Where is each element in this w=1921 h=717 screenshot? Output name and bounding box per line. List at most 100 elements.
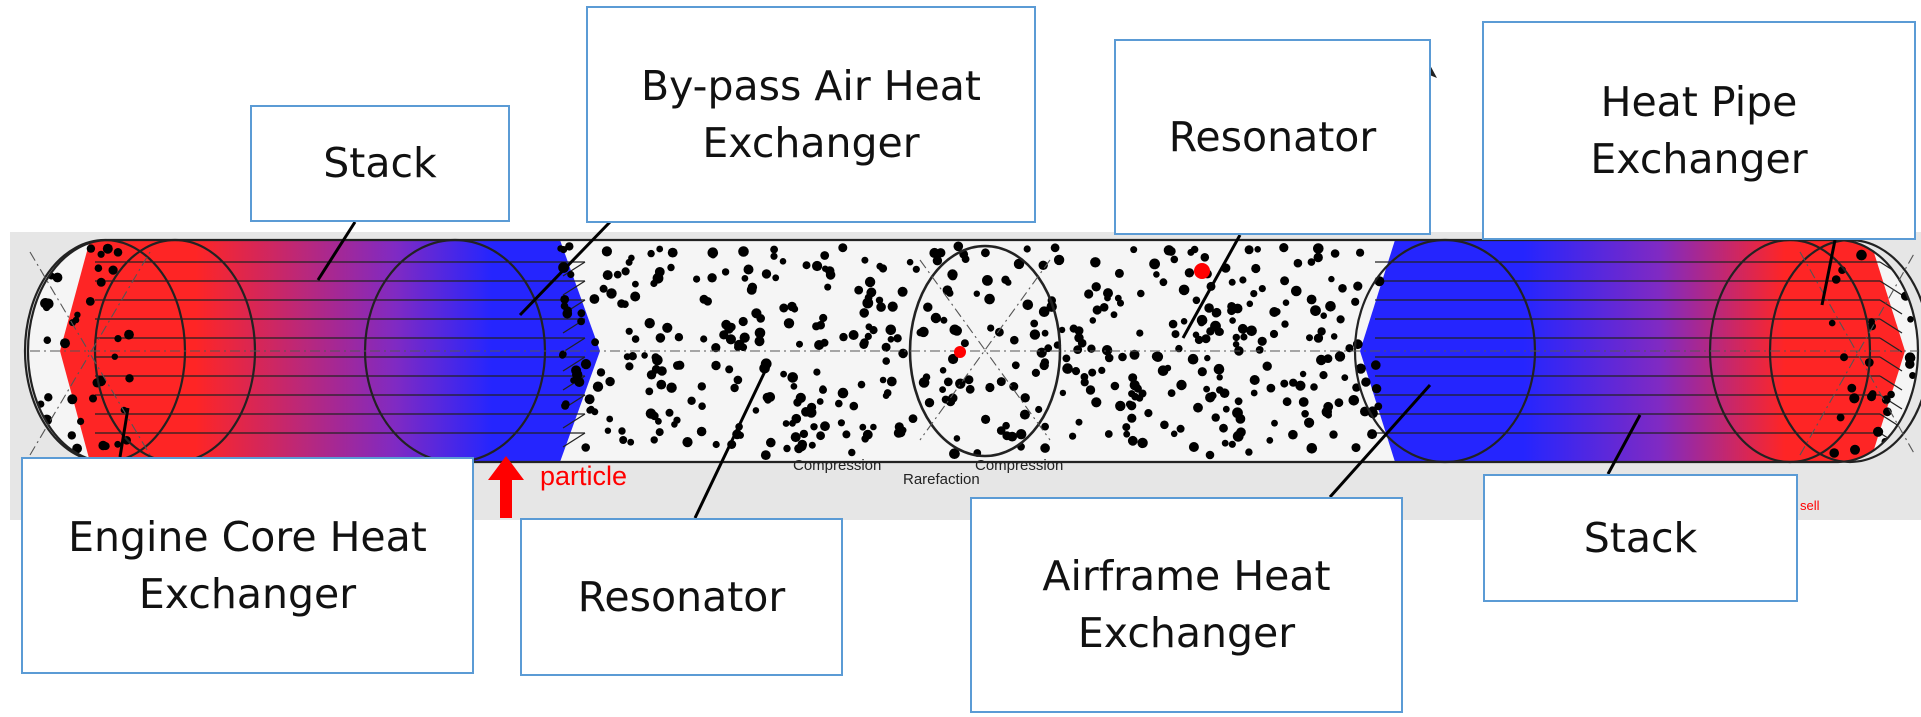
particle-dot (674, 333, 684, 342)
particle-dot (1334, 398, 1344, 408)
particle-dot (1291, 285, 1302, 297)
particle-dot (646, 370, 657, 380)
particle-dot (1087, 344, 1096, 353)
particle-dot (953, 241, 964, 252)
particle-dot (924, 398, 935, 408)
particle-dot (857, 380, 866, 389)
particle-dot (918, 326, 929, 338)
particle-dot (893, 428, 904, 438)
particle-dot (1304, 419, 1314, 428)
particle-dot (951, 449, 960, 458)
particle-dot (812, 322, 821, 331)
particle-dot (1137, 289, 1145, 298)
particle-dot (796, 340, 803, 348)
label-stack-left: Stack (250, 105, 510, 222)
particle-dot (1088, 368, 1097, 377)
particle-dot (1313, 252, 1323, 263)
particle-dot (617, 299, 626, 308)
particle-dot (1098, 366, 1106, 374)
particle-dot (886, 376, 897, 387)
particle-dot (922, 373, 931, 382)
particle-dot (1371, 360, 1381, 370)
particle-dot (802, 261, 811, 270)
particle-dot (1250, 290, 1258, 298)
particle-dot (596, 368, 606, 377)
particle-dot (885, 324, 897, 336)
particle-dot (1246, 325, 1257, 337)
particle-dot (859, 308, 869, 318)
particle-dot (1249, 375, 1260, 385)
particle-dot (743, 264, 754, 275)
particle-dot (923, 302, 933, 312)
particle-dot (973, 290, 980, 297)
particle-dot (687, 396, 696, 405)
particle-dot (1314, 333, 1324, 342)
particle-dot (644, 318, 655, 329)
stack-plate-edge (1879, 356, 1903, 372)
particle-dot (1200, 252, 1210, 262)
particle-dot (1084, 289, 1094, 299)
particle-dot (996, 426, 1006, 435)
particle-dot (69, 319, 76, 327)
particle-dot (1197, 319, 1206, 327)
particle-dot (1348, 395, 1360, 406)
particle-dot (1840, 353, 1848, 362)
particle-dot (711, 343, 721, 353)
particle-dot (1289, 378, 1298, 387)
particle-dot (864, 276, 876, 288)
particle-dot (1009, 382, 1019, 391)
particle-dot (1038, 306, 1050, 318)
particle-dot (673, 361, 682, 370)
particle-dot (783, 444, 791, 453)
stack-plate-edge (1879, 318, 1903, 334)
particle-dot (1011, 361, 1020, 370)
particle-dot (1170, 430, 1178, 438)
particle-dot (1193, 402, 1203, 413)
particle-dot (1029, 329, 1041, 340)
stack-plate-edge (1879, 280, 1903, 296)
particle-dot (650, 279, 658, 288)
particle-dot (703, 297, 712, 306)
particle-dot (1114, 294, 1122, 302)
compression-label-2: Compression (975, 457, 1063, 474)
particle-dot (1050, 243, 1060, 253)
particle-dot (765, 392, 776, 402)
particle-dot (1023, 245, 1031, 253)
particle-dot (1849, 393, 1860, 404)
particle-dot (650, 436, 658, 444)
particle-dot (876, 302, 886, 312)
particle-dot (44, 393, 53, 402)
particle-dot (837, 387, 849, 399)
particle-dot (693, 275, 701, 283)
particle-dot (606, 415, 614, 423)
particle-dot (912, 265, 920, 273)
label-heat-pipe-exchanger: Heat Pipe Exchanger (1482, 21, 1916, 240)
particle-dot (1280, 276, 1290, 286)
stack-plate-edge (562, 413, 586, 429)
particle-dot (964, 375, 974, 385)
particle-dot (627, 438, 635, 446)
particle-dot (1306, 443, 1318, 454)
particle-dot (734, 343, 742, 351)
particle-dot (825, 270, 836, 280)
particle-dot (1288, 429, 1298, 440)
particle-dot (960, 339, 969, 348)
credit-fragment: sell (1800, 498, 1820, 513)
particle-dot (1010, 335, 1019, 345)
particle-dot (1041, 422, 1049, 431)
particle-dot (1038, 260, 1048, 270)
particle-dot (808, 441, 816, 449)
particle-dot (725, 365, 734, 374)
particle-dot (1338, 284, 1347, 293)
particle-dot (965, 384, 975, 394)
particle-dot (1232, 303, 1243, 314)
particle-dot (700, 335, 708, 343)
particle-dot (599, 284, 608, 293)
particle-dot (625, 327, 633, 335)
particle-dot (860, 338, 869, 347)
particle-dot (879, 376, 887, 384)
particle-dot (667, 263, 675, 272)
particle-dot (67, 394, 78, 405)
particle-dot (1180, 318, 1188, 325)
particle-dot (1192, 296, 1201, 305)
